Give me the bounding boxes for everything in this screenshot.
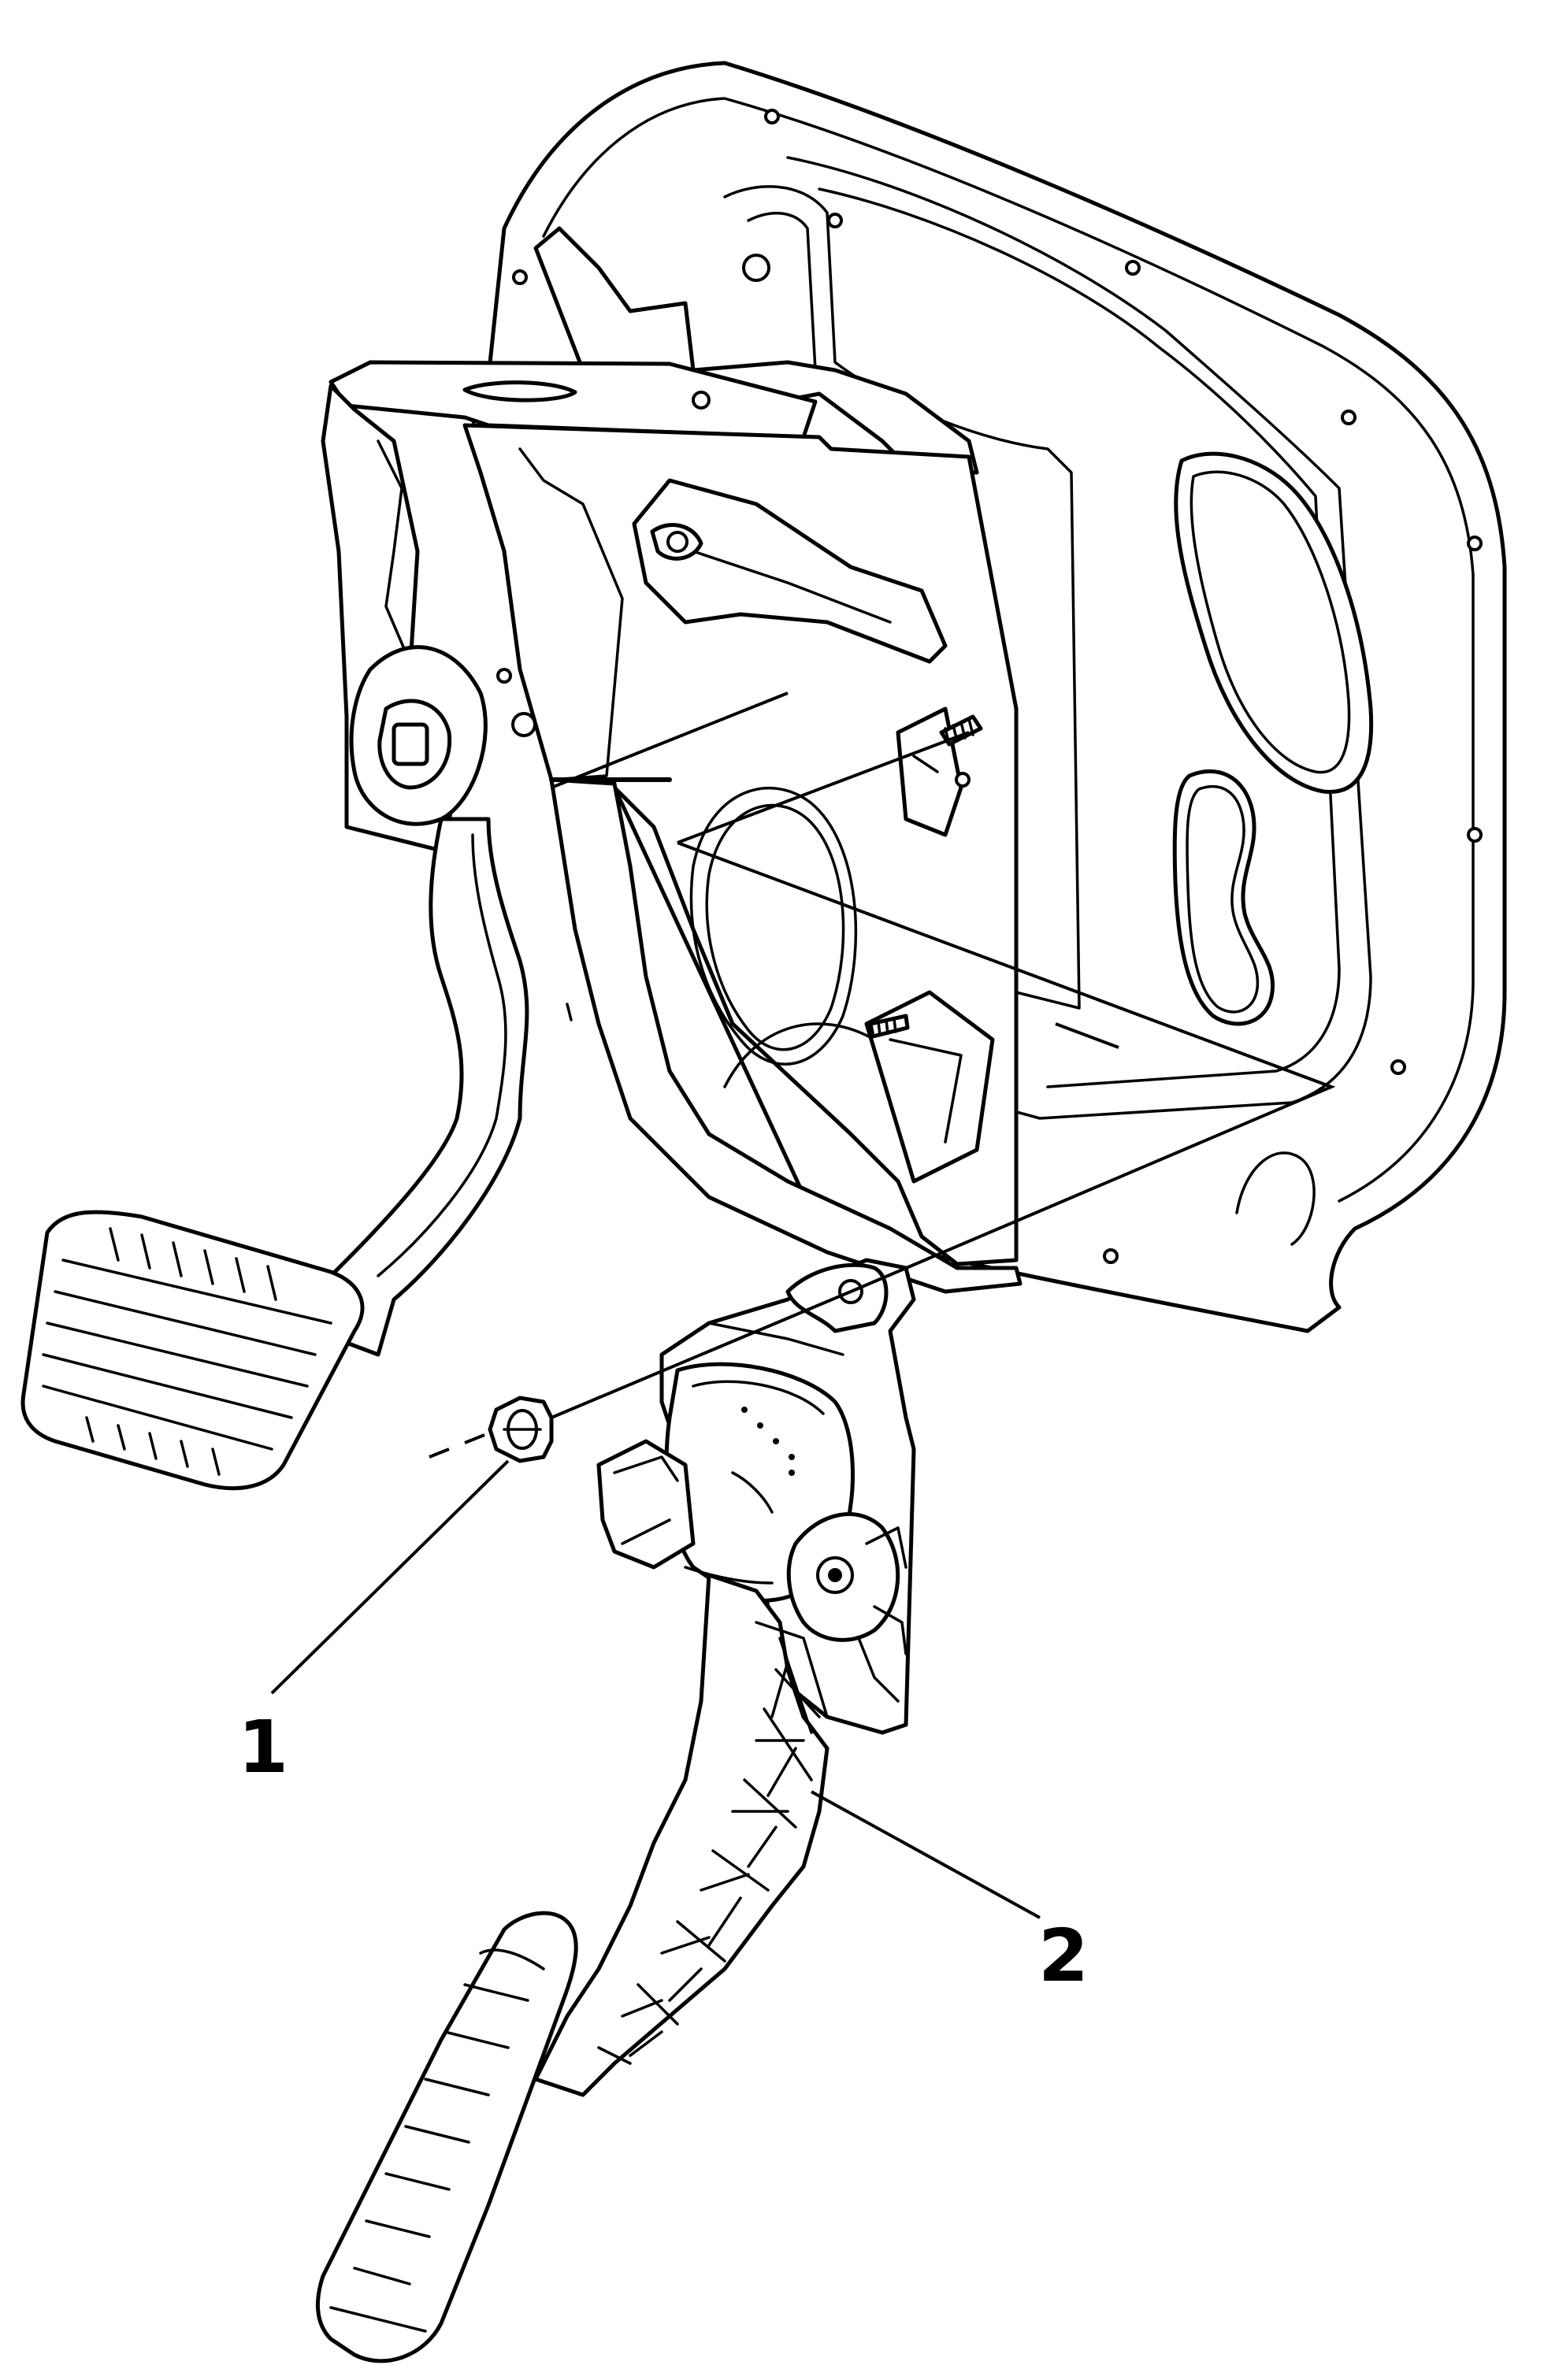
callout-2-leader [811, 1790, 1041, 1919]
brake-pedal [20, 817, 573, 1491]
accelerator-pedal [315, 1258, 916, 2363]
nut [488, 1396, 554, 1463]
alignment-lines [429, 691, 1336, 1459]
stud-lower [868, 1014, 910, 1039]
callout-1-leader [270, 1459, 510, 1695]
callout-1-label: 1 [238, 1705, 288, 1789]
callout-2-label: 2 [1038, 1914, 1089, 1998]
callout-1: 1 [238, 1459, 510, 1789]
brake-pedal-bracket [321, 226, 1023, 1294]
callout-2: 2 [811, 1790, 1089, 1998]
